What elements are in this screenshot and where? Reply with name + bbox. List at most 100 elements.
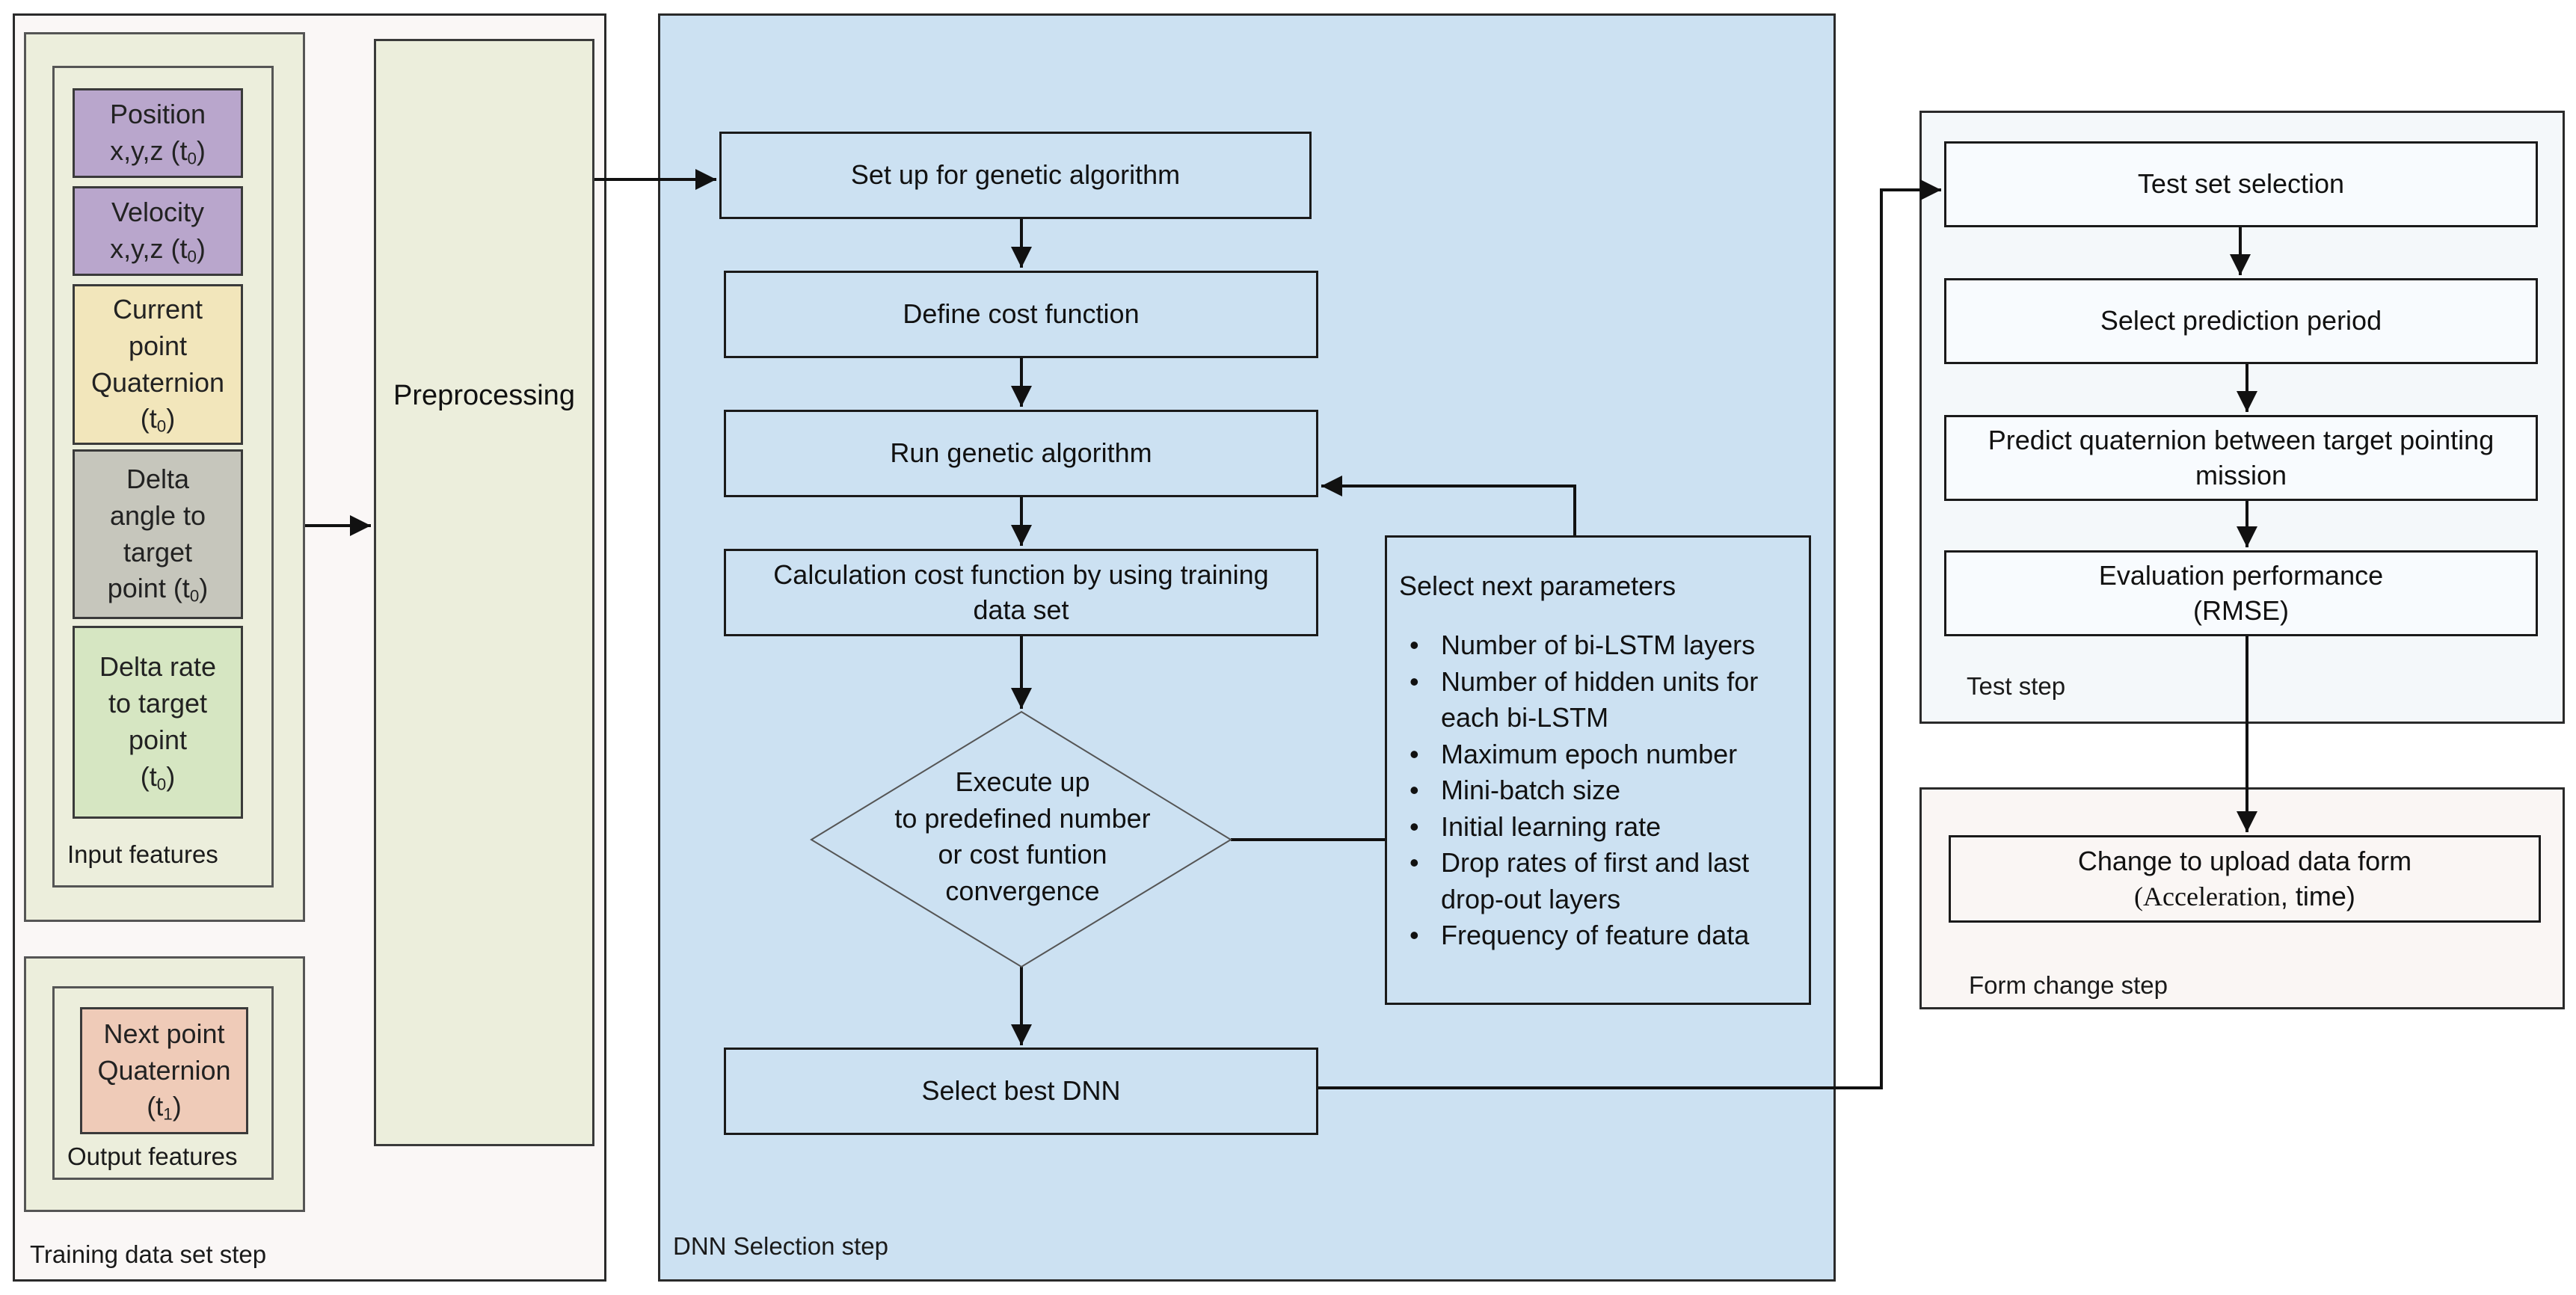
param-line: Drop rates of first and last — [1441, 847, 1750, 878]
select-next-parameters-box: Select next parameters Number of bi-LSTM… — [1385, 535, 1811, 1005]
param-line: Frequency of feature data — [1441, 920, 1750, 950]
params-title: Select next parameters — [1399, 570, 1676, 601]
param-line-2: drop-out layers — [1441, 883, 1621, 914]
velocity-subscript: 0 — [187, 247, 197, 266]
next-point-feature: Next point Quaternion (t1) — [80, 1007, 248, 1134]
delta-rate-subscript: 0 — [156, 775, 167, 794]
position-line1: Position — [109, 99, 206, 130]
current-line4: (t0) — [141, 401, 175, 437]
delta-rate-line4: (t0) — [141, 759, 175, 796]
velocity-line1: Velocity — [111, 197, 205, 228]
evaluation-line2: (RMSE) — [2193, 594, 2289, 626]
param-line: Mini-batch size — [1441, 775, 1621, 805]
next-point-line2: Quaternion — [97, 1054, 231, 1086]
next-point-subscript: 1 — [163, 1105, 173, 1125]
next-point-line3: (t1) — [147, 1089, 181, 1125]
test-step-caption: Test step — [1967, 672, 2066, 700]
select-best-dnn-box: Select best DNN — [724, 1048, 1318, 1135]
delta-angle-feature: Delta angle to target point (t0) — [73, 449, 243, 619]
change-upload-line1: Change to upload data form — [2077, 845, 2412, 876]
velocity-close: ) — [196, 233, 206, 264]
position-line2: x,y,z (t0) — [110, 133, 206, 170]
input-features-caption: Input features — [67, 840, 218, 868]
predict-quaternion-box: Predict quaternion between target pointi… — [1944, 415, 2538, 501]
delta-angle-line2: angle to — [109, 499, 206, 531]
run-genetic-algorithm-box: Run genetic algorithm — [724, 410, 1318, 497]
param-item: Drop rates of first and last drop-out lay… — [1399, 845, 1809, 917]
calc-cost-line1: Calculation cost function by using train… — [773, 559, 1269, 590]
position-subscript: 0 — [187, 149, 197, 168]
setup-genetic-algorithm-box: Set up for genetic algorithm — [719, 132, 1312, 219]
acceleration-text: (Acceleration — [2134, 881, 2281, 911]
next-point-line1: Next point — [103, 1018, 225, 1049]
arrow-params-to-run — [1321, 476, 1576, 535]
delta-angle-line4: point (t0) — [108, 570, 208, 607]
velocity-feature: Velocity x,y,z (t0) — [73, 186, 243, 276]
param-line: Initial learning rate — [1441, 810, 1662, 842]
velocity-coords: x,y,z (t — [110, 233, 188, 264]
preprocessing-label: Preprocessing — [393, 380, 575, 411]
decision-line2: to predefined number — [894, 802, 1151, 834]
delta-rate-line1: Delta rate — [99, 651, 217, 683]
param-line-2: each bi-LSTM — [1441, 702, 1609, 733]
time-text: , time) — [2280, 880, 2355, 911]
calc-cost-line2: data set — [973, 594, 1069, 625]
param-item: Frequency of feature data — [1399, 917, 1809, 954]
calculation-cost-box: Calculation cost function by using train… — [724, 549, 1318, 636]
change-upload-box: Change to upload data form (Acceleration… — [1949, 835, 2541, 923]
param-line: Number of bi-LSTM layers — [1441, 630, 1756, 660]
decision-line3: or cost funtion — [938, 839, 1107, 870]
position-coords: x,y,z (t — [110, 135, 188, 166]
decision-diamond — [810, 710, 1232, 968]
param-line: Maximum epoch number — [1441, 738, 1738, 769]
current-line2: point — [128, 330, 188, 361]
training-step-caption: Training data set step — [30, 1240, 267, 1268]
decision-text: Execute up to predefined number or cost … — [815, 764, 1230, 909]
velocity-line2: x,y,z (t0) — [110, 231, 206, 268]
evaluation-performance-box: Evaluation performance (RMSE) — [1944, 550, 2538, 636]
dnn-step-caption: DNN Selection step — [673, 1232, 888, 1260]
form-step-caption: Form change step — [1969, 971, 2168, 999]
test-set-label: Test set selection — [2137, 168, 2345, 200]
param-line: Number of hidden units for — [1441, 665, 1759, 697]
current-point-feature: Current point Quaternion (t0) — [73, 284, 243, 445]
decision-line4: convergence — [945, 875, 1100, 906]
next-point-close: ) — [172, 1091, 182, 1122]
arrow-best-to-test — [1318, 179, 1941, 1089]
params-list: Number of bi-LSTM layers Number of hidde… — [1399, 627, 1809, 954]
define-cost-function-box: Define cost function — [724, 271, 1318, 358]
delta-rate-feature: Delta rate to target point (t0) — [73, 626, 243, 819]
preprocessing-box: Preprocessing — [374, 39, 594, 1146]
delta-angle-close: ) — [199, 573, 209, 604]
current-close: ) — [166, 403, 176, 434]
delta-rate-close: ) — [166, 760, 176, 792]
delta-angle-line1: Delta — [126, 463, 190, 494]
predict-line2: mission — [2195, 459, 2287, 490]
predict-line1: Predict quaternion between target pointi… — [1988, 424, 2494, 455]
param-item: Mini-batch size — [1399, 772, 1809, 809]
change-upload-line2: (Acceleration, time) — [2134, 879, 2355, 914]
define-cost-label: Define cost function — [903, 298, 1140, 330]
param-item: Number of hidden units for each bi-LSTM — [1399, 664, 1809, 736]
delta-angle-t: point (t — [107, 573, 190, 604]
test-set-selection-box: Test set selection — [1944, 141, 2538, 227]
param-item: Maximum epoch number — [1399, 736, 1809, 773]
setup-ga-label: Set up for genetic algorithm — [850, 159, 1181, 191]
param-item: Number of bi-LSTM layers — [1399, 627, 1809, 664]
delta-rate-line3: point — [128, 725, 188, 755]
position-feature: Position x,y,z (t0) — [73, 88, 243, 178]
param-item: Initial learning rate — [1399, 809, 1809, 846]
select-prediction-period-box: Select prediction period — [1944, 278, 2538, 364]
position-close: ) — [196, 135, 206, 166]
output-features-caption: Output features — [67, 1142, 238, 1170]
current-t: (t — [140, 403, 157, 434]
select-period-label: Select prediction period — [2100, 305, 2382, 336]
decision-line1: Execute up — [955, 766, 1090, 797]
delta-angle-subscript: 0 — [189, 587, 200, 606]
current-subscript: 0 — [156, 417, 167, 437]
delta-rate-t: (t — [140, 760, 157, 792]
next-point-t: (t — [147, 1091, 164, 1122]
current-line3: Quaternion — [90, 366, 225, 398]
run-ga-label: Run genetic algorithm — [890, 437, 1152, 469]
